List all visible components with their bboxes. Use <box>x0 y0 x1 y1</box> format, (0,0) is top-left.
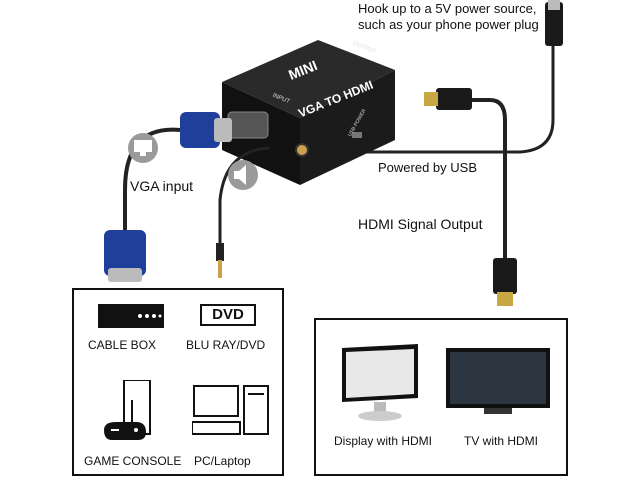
pc-laptop-icon <box>192 385 269 435</box>
audio-port-icon <box>295 143 309 157</box>
powered-by-usb-label: Powered by USB <box>378 160 477 175</box>
source-label-pc-laptop: PC/Laptop <box>194 454 251 468</box>
source-devices-panel: CABLE BOX DVD BLU RAY/DVD GAME CONSOLE P… <box>72 288 284 476</box>
dvd-badge: DVD <box>200 304 256 326</box>
usb-a-plug-icon <box>545 2 563 46</box>
vga-plug-top-icon <box>180 112 232 148</box>
hdmi-plug-bottom-icon <box>493 258 517 306</box>
monitor-icon <box>134 140 152 152</box>
vga-input-label: VGA input <box>130 178 194 194</box>
hdmi-plug-top-icon <box>424 88 472 110</box>
source-label-cable-box: CABLE BOX <box>88 338 157 352</box>
speaker-icon <box>234 165 246 185</box>
audio-jack-icon <box>216 243 224 278</box>
vga-plug-bottom-icon <box>104 230 146 282</box>
display-icon <box>342 344 418 421</box>
hdmi-signal-output-label: HDMI Signal Output <box>358 216 483 232</box>
source-label-blu-ray: BLU RAY/DVD <box>186 338 266 352</box>
output-label-tv: TV with HDMI <box>464 434 539 448</box>
source-label-game-console: GAME CONSOLE <box>84 454 182 468</box>
usb-port-icon <box>352 132 362 138</box>
output-devices-panel: Display with HDMI TV with HDMI <box>314 318 568 476</box>
dvd-badge-text: DVD <box>212 306 244 323</box>
hdmi-output-cable <box>468 98 507 262</box>
power-note-line1: Hook up to a 5V power source, <box>358 1 537 16</box>
power-note-line2: such as your phone power plug <box>358 17 539 32</box>
output-label-display: Display with HDMI <box>334 434 433 448</box>
tv-icon <box>446 348 550 414</box>
cable-box-icon <box>98 304 164 328</box>
game-console-icon <box>104 380 151 440</box>
usb-power-cable <box>360 45 555 154</box>
vga-port-icon <box>227 111 269 139</box>
